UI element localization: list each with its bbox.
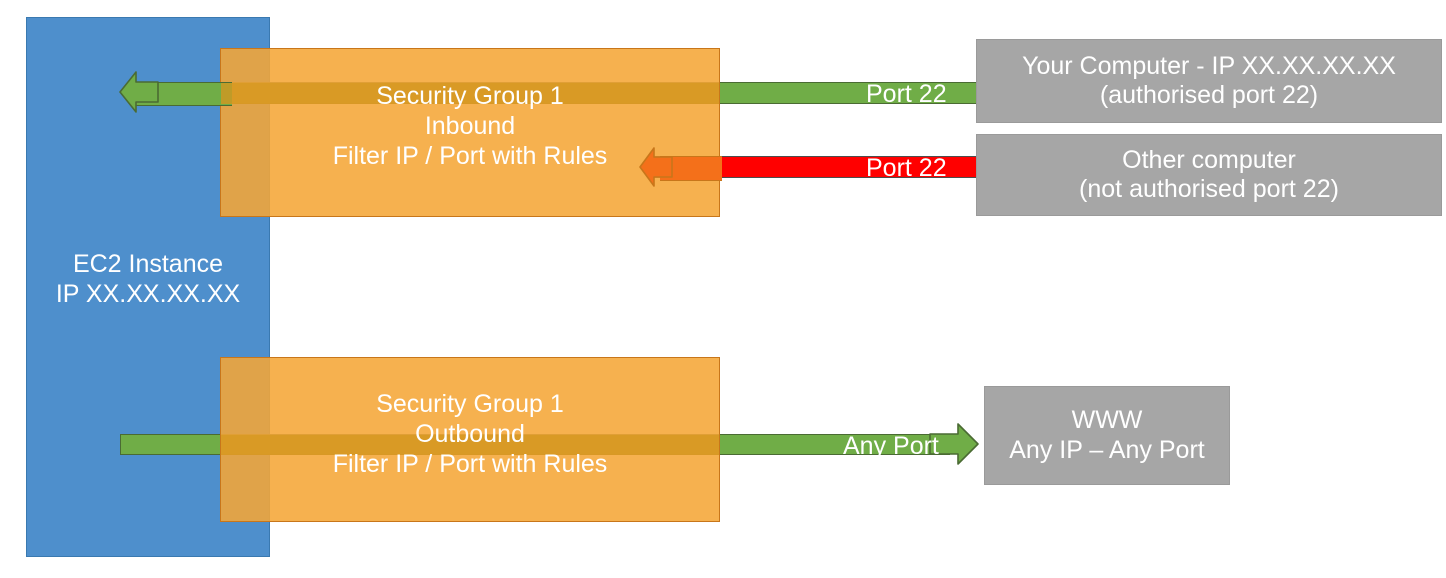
ec2-instance-label-group: EC2 Instance IP XX.XX.XX.XX [56, 250, 240, 309]
endpoint-other-computer-box: Other computer (not authorised port 22) [976, 134, 1442, 216]
endpoint-your-computer-box: Your Computer - IP XX.XX.XX.XX (authoris… [976, 39, 1442, 123]
endpoint-your-computer-line2: (authorised port 22) [1099, 81, 1319, 109]
endpoint-other-computer-line2: (not authorised port 22) [1079, 175, 1339, 203]
connection-blocked-inbound-bar [650, 156, 978, 178]
endpoint-www-box: WWW Any IP – Any Port [984, 386, 1230, 485]
arrow-right-green-icon [929, 423, 979, 465]
arrow-left-green-icon [119, 71, 159, 113]
ec2-instance-name: EC2 Instance [72, 250, 224, 278]
security-group-inbound-box [220, 48, 720, 217]
security-group-outbound-box [220, 357, 720, 522]
arrow-left-orange-icon [639, 147, 673, 187]
endpoint-www-line1: WWW [1071, 406, 1143, 434]
endpoint-your-computer-line1: Your Computer - IP XX.XX.XX.XX [1022, 51, 1396, 80]
ec2-instance-ip: IP XX.XX.XX.XX [55, 279, 241, 308]
endpoint-other-computer-line1: Other computer [1122, 145, 1296, 174]
endpoint-www-line2: Any IP – Any Port [1009, 435, 1205, 464]
